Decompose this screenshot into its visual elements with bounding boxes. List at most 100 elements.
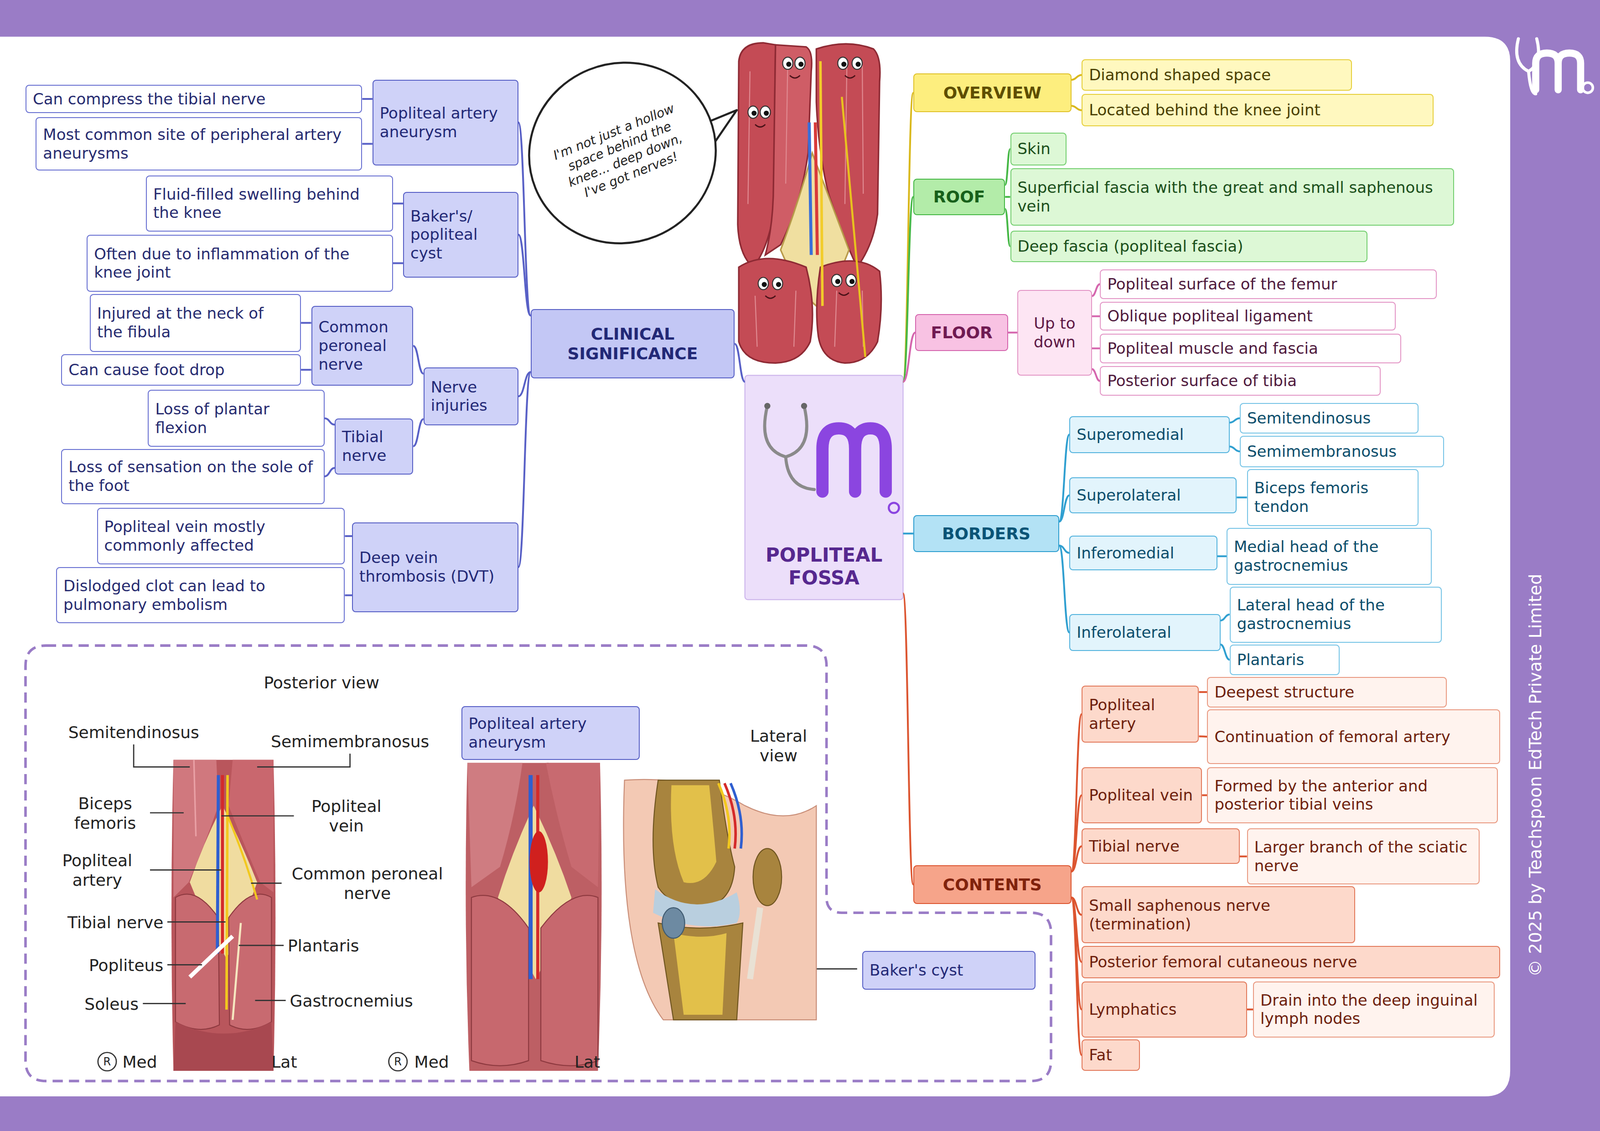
node-text: Skin (1017, 139, 1060, 159)
figure-label: Popliteal artery (48, 850, 146, 891)
mascot-illustration (837, 56, 848, 70)
figure-label: Lat (271, 1052, 297, 1072)
mascot-illustration (772, 277, 783, 290)
node-text: Can cause foot drop (68, 360, 294, 380)
lateral-knee-illustration (673, 933, 727, 1015)
posterior-view-illustration (171, 760, 276, 1072)
connector (300, 368, 311, 371)
figure-label: Gastrocnemius (289, 991, 414, 1011)
connector (518, 234, 531, 316)
connector (1071, 74, 1082, 80)
posterior-view-illustration (221, 775, 225, 954)
page-frame (0, 36, 1511, 1097)
connector (1220, 644, 1230, 660)
brand-logo (1516, 38, 1539, 72)
node-text: Inferolateral (1076, 623, 1213, 643)
subtopic-box: Nerve injuries (423, 367, 519, 426)
aneurysm-illustration (529, 831, 548, 893)
node-text: Biceps femoris tendon (1254, 478, 1412, 517)
connector (1198, 691, 1207, 694)
mascot-illustration (841, 97, 865, 358)
node-text: CONTENTS (920, 875, 1065, 895)
leaf-box: Continuation of femoral artery (1206, 709, 1500, 765)
connector (1092, 369, 1101, 382)
posterior-view-illustration (193, 760, 196, 837)
leaf-box: Superficial fascia with the great and sm… (1010, 168, 1455, 226)
node-text: Plantaris (1237, 650, 1333, 670)
mascot-illustration (751, 110, 757, 116)
node-text: Popliteal artery (1088, 695, 1192, 734)
connector (1229, 418, 1240, 424)
leaf-box: Most common site of peripheral artery an… (35, 117, 363, 171)
subtopic-box: Fat (1081, 1039, 1140, 1072)
node-text: Deep fascia (popliteal fascia) (1017, 237, 1361, 256)
node-text: Can compress the tibial nerve (32, 89, 356, 109)
node-text: Posterior femoral cutaneous nerve (1088, 952, 1493, 972)
connector (1059, 434, 1070, 522)
leader-line (167, 921, 226, 923)
connector (518, 122, 531, 316)
center-panel (822, 428, 886, 492)
leaf-box: Fluid-filled swelling behind the knee (145, 175, 394, 232)
subtopic-box: Popliteal artery (1081, 685, 1199, 743)
subtopic-box: Up to down (1017, 289, 1092, 376)
node-text: OVERVIEW (920, 82, 1065, 103)
subtopic-box: Deep vein thrombosis (DVT) (352, 522, 519, 613)
figure-label: Popliteal vein (297, 796, 395, 836)
figure-label: Soleus (84, 994, 139, 1015)
center-panel (745, 375, 904, 600)
node-text: POPLITEAL FOSSA (751, 543, 897, 591)
subtopic-box: Posterior femoral cutaneous nerve (1081, 946, 1501, 979)
mascot-illustration (794, 56, 805, 70)
illustration-panel (25, 645, 1052, 1082)
mascot-illustration (776, 282, 782, 288)
connector (324, 418, 335, 425)
mascot-illustration (786, 61, 792, 67)
subtopic-box: Baker's/ popliteal cyst (403, 191, 519, 278)
leaf-box: Biceps femoris tendon (1247, 469, 1419, 527)
connector (1239, 855, 1248, 858)
lateral-knee-illustration (750, 907, 761, 980)
node-text: Drain into the deep inguinal lymph nodes (1260, 991, 1488, 1029)
orientation-mark (98, 1052, 117, 1072)
connector (393, 262, 404, 265)
connector (1201, 794, 1207, 797)
posterior-view-illustration (217, 775, 219, 954)
mascot-illustration (763, 110, 769, 116)
mascot-illustration (755, 75, 855, 299)
copyright-note: © 2025 by Teachspoon EdTech Private Limi… (1525, 574, 1547, 978)
leaf-box: Formed by the anterior and posterior tib… (1206, 767, 1498, 824)
mascot-illustration (845, 274, 856, 287)
connector (903, 532, 914, 535)
leaf-box: Deep fascia (popliteal fascia) (1010, 230, 1368, 263)
subtopic-box: Tibial nerve (334, 418, 414, 475)
leaf-box: Loss of sensation on the sole of the foo… (61, 449, 325, 505)
brand-logo (1528, 71, 1536, 94)
figure-label: Posterior view (263, 673, 379, 693)
center-panel (764, 405, 807, 457)
posterior-view-illustration (226, 775, 228, 1010)
lateral-knee-illustration (730, 783, 742, 849)
connector (1092, 284, 1101, 296)
aneurysm-illustration (465, 762, 602, 1072)
center-panel (764, 403, 771, 410)
leaf-box: Lateral head of the gastrocnemius (1229, 586, 1442, 643)
branch-header: CONTENTS (913, 865, 1072, 905)
connector (1071, 105, 1082, 111)
figure-label: R (103, 1055, 111, 1069)
connector (903, 332, 916, 383)
brand-logo (1582, 82, 1593, 93)
connector (344, 594, 353, 597)
figure-label: Plantaris (287, 936, 359, 956)
leaf-box: Injured at the neck of the fibula (89, 294, 301, 353)
subtopic-box: Small saphenous nerve (termination) (1081, 886, 1356, 944)
connector (362, 143, 373, 145)
node-text: Tibial nerve (341, 427, 406, 466)
connector (1092, 315, 1101, 318)
connector (1071, 897, 1082, 1056)
leaf-box: Drain into the deep inguinal lymph nodes (1253, 981, 1495, 1038)
mascot-illustration (855, 61, 861, 67)
mascot-illustration (849, 279, 855, 285)
connector (344, 535, 353, 538)
connector (903, 196, 914, 383)
